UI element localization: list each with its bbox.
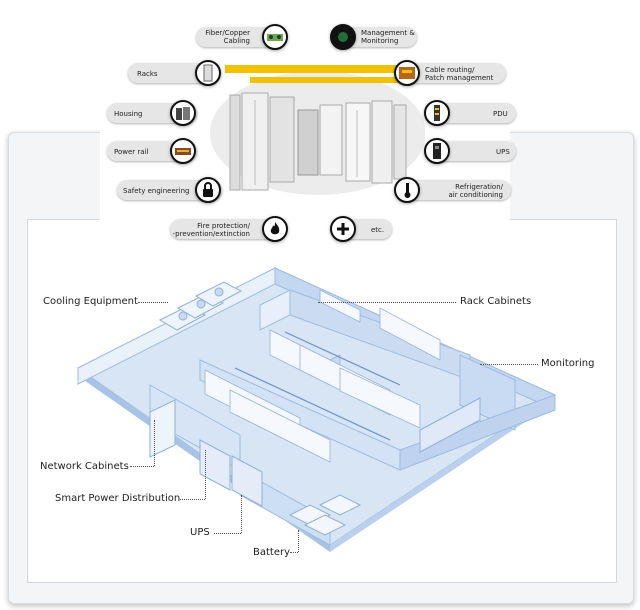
ups-units bbox=[199, 439, 263, 507]
label-cooling-equipment: Cooling Equipment bbox=[43, 296, 138, 307]
label-pdu: PDU bbox=[493, 110, 508, 118]
network-cabinets bbox=[149, 399, 176, 458]
lock-icon bbox=[195, 177, 221, 203]
label-cable-routing: Cable routing/ Patch management bbox=[425, 66, 494, 82]
label-management: Management & Monitoring bbox=[361, 29, 415, 45]
cooling-units bbox=[158, 281, 243, 331]
leader-ups bbox=[214, 533, 241, 534]
monitoring-icon bbox=[330, 24, 356, 50]
leader-network-v bbox=[154, 420, 155, 466]
label-monitoring: Monitoring bbox=[541, 358, 595, 369]
rack-icon bbox=[195, 60, 221, 86]
battery-units bbox=[288, 494, 362, 536]
floor-side-right bbox=[330, 395, 555, 552]
pill-cable-routing bbox=[396, 63, 506, 83]
label-power-rail: Power rail bbox=[114, 148, 149, 156]
monitoring-desk bbox=[419, 397, 481, 453]
label-housing: Housing bbox=[114, 110, 143, 118]
label-safety-engineering: Safety engineering bbox=[123, 187, 190, 195]
wall-right-room bbox=[399, 394, 556, 471]
leader-ups-v bbox=[241, 495, 242, 533]
wall-rack-room-side bbox=[259, 289, 291, 331]
fire-icon bbox=[262, 216, 288, 242]
leader-battery bbox=[290, 552, 298, 553]
label-racks: Racks bbox=[137, 70, 158, 78]
leader-smart-power bbox=[180, 499, 205, 500]
leader-network bbox=[130, 466, 154, 467]
thermometer-icon bbox=[394, 177, 420, 203]
pill-fire bbox=[170, 219, 285, 239]
pdu-icon bbox=[424, 100, 450, 126]
leader-monitoring bbox=[480, 364, 538, 365]
plus-icon bbox=[330, 216, 356, 242]
leader-smart-power-v bbox=[205, 450, 206, 499]
label-smart-power-distribution: Smart Power Distribution bbox=[55, 493, 181, 504]
rack-rows bbox=[204, 289, 441, 463]
cabling-icon bbox=[262, 24, 288, 50]
leader-rack-cabinets bbox=[318, 302, 456, 303]
label-rack-cabinets: Rack Cabinets bbox=[460, 296, 532, 307]
label-ups: UPS bbox=[496, 148, 510, 156]
cable-tray bbox=[284, 331, 401, 386]
housing-icon bbox=[170, 100, 196, 126]
label-ups-floor: UPS bbox=[190, 527, 210, 538]
label-battery: Battery bbox=[253, 547, 291, 558]
label-network-cabinets: Network Cabinets bbox=[40, 461, 129, 472]
ups-icon bbox=[424, 138, 450, 164]
patch-panel-icon bbox=[394, 60, 420, 86]
datacenter-rack-photo bbox=[210, 65, 425, 195]
leader-battery-v bbox=[298, 530, 299, 552]
label-fire-protection: Fire protection/ -prevention/extinction bbox=[172, 222, 250, 238]
leader-cooling bbox=[138, 302, 168, 303]
label-fiber-copper: Fiber/Copper Cabling bbox=[205, 29, 250, 45]
power-rail-icon bbox=[170, 138, 196, 164]
pill-refrigeration bbox=[396, 180, 511, 200]
label-etc: etc. bbox=[371, 226, 385, 234]
label-refrigeration: Refrigeration/ air conditioning bbox=[448, 183, 503, 199]
